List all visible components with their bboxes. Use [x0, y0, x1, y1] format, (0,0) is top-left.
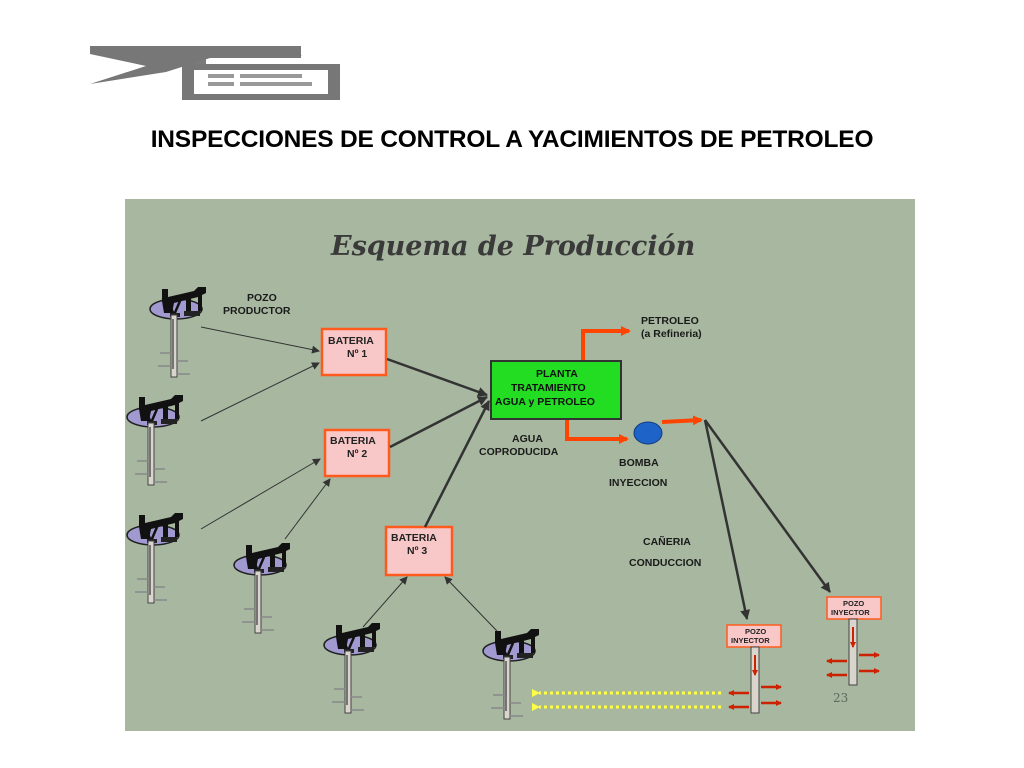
- bomba-label-1: BOMBA: [619, 457, 659, 469]
- injector-1-label-1: POZO: [745, 627, 766, 636]
- petroleo-label-2: (a Refineria): [641, 328, 702, 340]
- flow-well2-bat1: [200, 362, 320, 422]
- agua-label-1: AGUA: [512, 433, 543, 445]
- company-logo: [90, 46, 340, 100]
- flow-bat3-plant: [423, 400, 491, 528]
- injector-2-label-2: INYECTOR: [831, 608, 870, 617]
- battery-3-number: Nº 3: [407, 545, 427, 557]
- conduction-line-1: [703, 419, 751, 620]
- injector-1-label-2: INYECTOR: [731, 636, 770, 645]
- caneria-label-1: CAÑERIA: [643, 535, 691, 548]
- petroleo-label-1: PETROLEO: [641, 315, 699, 327]
- pozo-productor-label-1: POZO: [247, 292, 277, 304]
- flow-well1-bat1: [200, 326, 320, 354]
- plant-label-1: PLANTA: [536, 368, 578, 380]
- conduction-line-2: [703, 419, 832, 593]
- battery-3-label: BATERIA: [391, 532, 437, 544]
- caneria-label-2: CONDUCCION: [629, 557, 701, 569]
- flow-well6-bat3: [444, 576, 498, 632]
- plant-label-2: TRATAMIENTO: [511, 382, 586, 394]
- flow-bat2-plant: [389, 395, 488, 449]
- battery-2-label: BATERIA: [330, 435, 376, 447]
- battery-3: BATERIA Nº 3: [384, 525, 454, 577]
- slide-title: INSPECCIONES DE CONTROL A YACIMIENTOS DE…: [150, 126, 874, 153]
- page-number: 23: [833, 691, 848, 705]
- agua-label-2: COPRODUCIDA: [479, 446, 559, 458]
- treatment-plant: PLANTA TRATAMIENTO AGUA y PETROLEO: [490, 360, 622, 420]
- flow-bat1-plant: [386, 357, 488, 397]
- injector-well-2: POZO INYECTOR: [826, 596, 882, 686]
- injector-well-1: POZO INYECTOR: [726, 624, 782, 714]
- battery-2-number: Nº 2: [347, 448, 367, 460]
- pump-icon: [633, 421, 663, 445]
- battery-1-number: Nº 1: [347, 348, 367, 360]
- diagram-title: Esquema de Producción: [330, 231, 695, 262]
- oil-outflow-arrow: [581, 326, 631, 360]
- flow-well5-bat3: [362, 576, 408, 628]
- plant-label-3: AGUA y PETROLEO: [495, 396, 595, 408]
- battery-1-label: BATERIA: [328, 335, 374, 347]
- bomba-label-2: INYECCION: [609, 477, 667, 489]
- battery-2: BATERIA Nº 2: [323, 428, 391, 478]
- injector-2-label-1: POZO: [843, 599, 864, 608]
- water-outflow-arrow: [565, 420, 629, 444]
- flow-well3-bat2: [200, 458, 321, 530]
- pump-outflow-arrow: [661, 415, 703, 426]
- battery-1: BATERIA Nº 1: [320, 327, 388, 377]
- flow-well4-bat2: [284, 478, 331, 540]
- production-diagram: Esquema de Producción POZO PRODUCTOR BAT…: [125, 199, 915, 731]
- pozo-productor-label-2: PRODUCTOR: [223, 305, 291, 317]
